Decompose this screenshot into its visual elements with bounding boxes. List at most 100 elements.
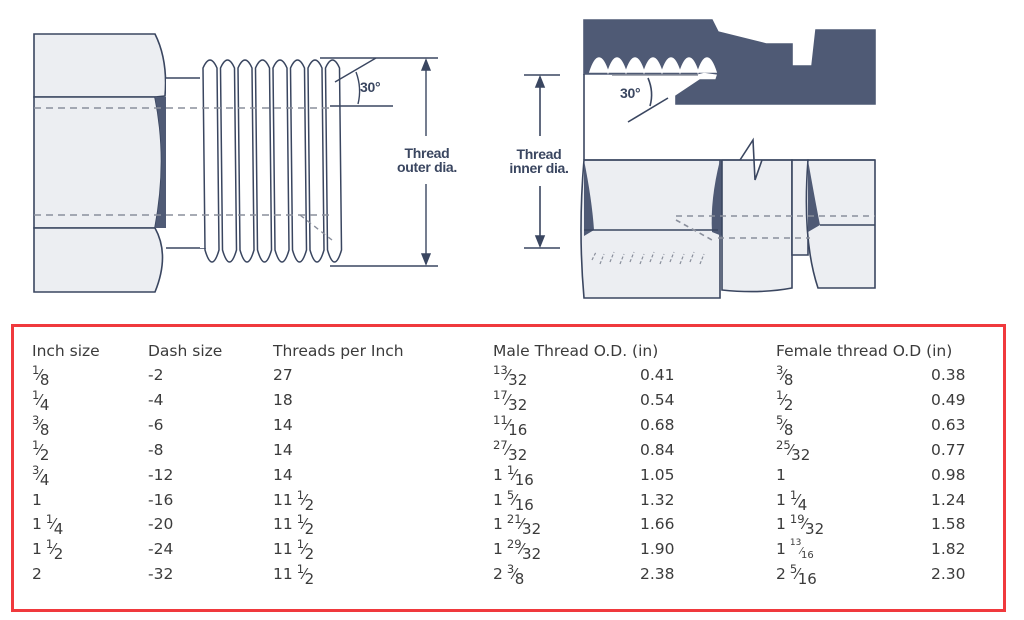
thread-diagram: [33, 19, 876, 299]
whole-number: 2: [32, 565, 42, 584]
numerator: 25: [776, 437, 791, 452]
dash-size: -12: [148, 465, 174, 484]
inch-size: 1: [32, 491, 42, 509]
female-od-fraction: 25⁄32: [776, 437, 810, 464]
fraction: 1: [32, 491, 42, 509]
numerator: 3: [506, 562, 515, 577]
numerator: 27: [493, 437, 508, 452]
fraction-slash: ⁄: [800, 546, 802, 558]
fraction-slash: ⁄: [506, 415, 510, 434]
fraction: 3⁄4: [32, 463, 49, 489]
fraction-slash: ⁄: [52, 515, 55, 534]
denominator: 32: [508, 395, 528, 414]
numerator: 1: [32, 363, 40, 377]
denominator: 2: [53, 545, 64, 564]
denominator: 8: [39, 420, 50, 439]
denominator: 4: [797, 495, 808, 514]
fraction-slash: ⁄: [303, 565, 306, 584]
dash-size: -16: [148, 490, 174, 509]
fraction-slash: ⁄: [782, 366, 785, 384]
male-od-decimal: 0.54: [640, 390, 675, 409]
threads-per-inch: 18: [273, 391, 293, 409]
numerator: 5: [506, 487, 515, 502]
whole-number: 11: [273, 515, 293, 534]
numerator: 1: [789, 487, 798, 502]
female-od-decimal: 0.38: [931, 366, 966, 384]
whole-number: 14: [273, 440, 293, 459]
female-dimension-label-line1: Thread: [516, 146, 562, 162]
dash-size: -8: [148, 440, 164, 459]
fraction-slash: ⁄: [520, 515, 524, 534]
fraction: 14: [273, 441, 293, 459]
threads-per-inch: 27: [273, 366, 293, 384]
fraction-slash: ⁄: [796, 565, 799, 584]
male-fitting: [33, 33, 333, 293]
numerator: 1: [296, 562, 305, 577]
numerator: 1: [32, 437, 40, 452]
numerator: 13: [789, 538, 802, 549]
numerator: 1: [32, 387, 40, 402]
inch-size: 1⁄4: [32, 387, 49, 414]
female-od-decimal: 2.30: [931, 565, 966, 584]
female-od-decimal: 1.24: [931, 490, 966, 509]
fraction: 27: [273, 366, 293, 384]
female-dimension-label-line2: inner dia.: [509, 160, 569, 176]
denominator: 2: [304, 545, 315, 564]
female-od-fraction: 5⁄8: [776, 413, 793, 439]
inch-size: 2: [32, 565, 42, 583]
thread-rib: [307, 59, 325, 263]
header-inch-size: Inch size: [32, 342, 100, 360]
female-od-decimal: 1.58: [931, 515, 966, 534]
header-dash-size: Dash size: [148, 342, 223, 360]
numerator: 21: [506, 512, 522, 527]
dash-size: -32: [148, 565, 174, 584]
numerator: 1: [506, 462, 515, 477]
header-threads-per-inch: Threads per Inch: [273, 342, 404, 360]
whole-number: 11: [273, 490, 293, 509]
fraction: 13⁄32: [493, 363, 527, 389]
whole-number: 1: [32, 490, 42, 509]
denominator: 16: [797, 570, 817, 589]
male-dimension-label: Thread outer dia.: [386, 146, 468, 174]
numerator: 3: [32, 412, 40, 427]
fraction: 17⁄32: [493, 388, 527, 414]
whole-number: 14: [273, 415, 293, 434]
fraction: 14: [273, 466, 293, 484]
fraction: 1⁄8: [32, 363, 49, 389]
denominator: 32: [805, 520, 825, 539]
fraction: 1⁄2: [32, 437, 49, 464]
male-dimension-label-line1: Thread: [404, 145, 450, 161]
inch-size: 3⁄4: [32, 463, 49, 489]
fraction-slash: ⁄: [506, 440, 510, 459]
numerator: 11: [493, 412, 508, 427]
denominator: 4: [39, 395, 50, 414]
whole-number: 1: [493, 490, 503, 509]
numerator: 13: [493, 363, 508, 377]
whole-number: 2: [776, 565, 786, 584]
female-od-decimal: 0.49: [931, 390, 966, 409]
numerator: 5: [789, 562, 798, 577]
thread-rib: [237, 59, 255, 263]
denominator: 32: [791, 445, 811, 464]
male-od-fraction: 27⁄32: [493, 437, 527, 464]
male-od-decimal: 1.32: [640, 490, 675, 509]
female-angle-label: 30°: [620, 85, 641, 101]
numerator: 19: [789, 512, 805, 527]
denominator: 32: [522, 520, 542, 539]
female-od-decimal: 1.82: [931, 540, 966, 559]
whole-number: 2: [493, 565, 503, 584]
fraction: 25⁄32: [776, 437, 810, 464]
